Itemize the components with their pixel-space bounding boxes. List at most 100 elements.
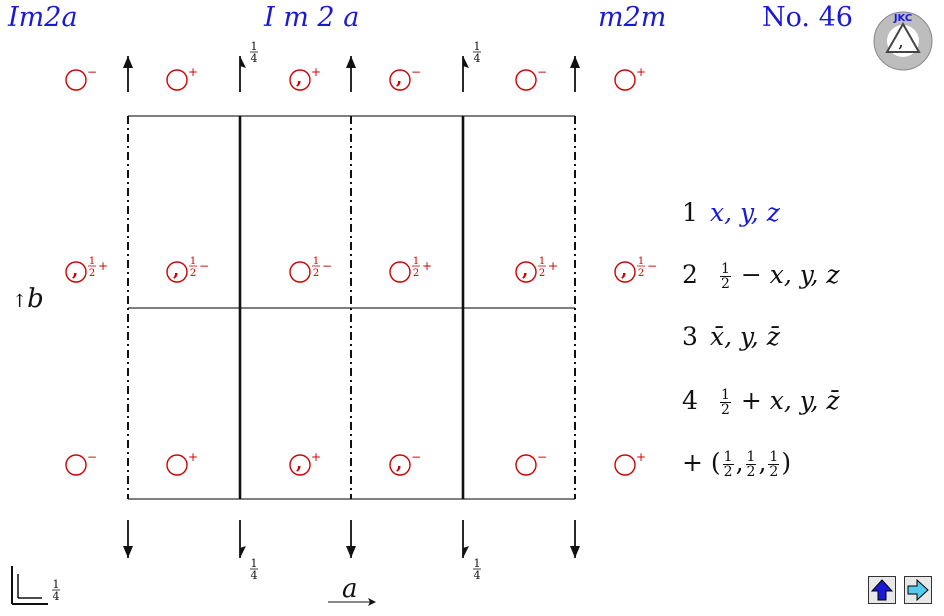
quarter-label: 14 <box>250 557 258 582</box>
position-circle <box>614 454 636 476</box>
position-circle <box>515 261 537 283</box>
next-button[interactable] <box>904 576 932 604</box>
quarter-denominator: 4 <box>251 569 258 582</box>
position-marker: − <box>65 65 97 91</box>
position-marker: ,12− <box>614 256 657 283</box>
twofold-axis-arrow-down-head <box>570 546 580 558</box>
quarter-label: 14 <box>250 40 258 65</box>
position-circle <box>515 69 537 91</box>
half-denominator: 2 <box>313 268 319 279</box>
svg-text:JKC: JKC <box>893 13 912 24</box>
height-sign: + <box>188 65 198 79</box>
up-arrow-icon <box>870 579 894 601</box>
half-denominator: 2 <box>413 268 419 279</box>
enantiomorph-comma: , <box>396 68 402 89</box>
height-sign: + <box>188 450 198 464</box>
position-circle <box>166 261 188 283</box>
position-marker: , 12− <box>166 256 209 283</box>
short-symbol: Im2a <box>8 2 78 33</box>
height-sign: + <box>636 65 646 79</box>
twofold-axis-arrow-up-head <box>123 56 133 68</box>
position-circle <box>289 261 311 283</box>
height-sign: + <box>548 259 558 273</box>
quarter-numerator: 1 <box>474 557 481 570</box>
half-numerator: 1 <box>89 256 95 267</box>
position-circle <box>614 261 636 283</box>
height-sign: + <box>422 259 432 273</box>
position-circle <box>65 454 87 476</box>
position-marker: , 12+ <box>65 256 108 283</box>
twofold-axis-arrow-up-head <box>346 56 356 68</box>
quarter-denominator: 4 <box>53 590 60 603</box>
quarter-denominator: 4 <box>474 569 481 582</box>
half-numerator: 1 <box>638 256 644 267</box>
position-circle <box>515 454 537 476</box>
height-sign: + <box>636 450 646 464</box>
equivalent-positions: −+,+,−−+−+,+,−−+,12+,12−12−12+,12+,12− <box>65 65 657 476</box>
full-symbol: I m 2 a <box>264 2 360 33</box>
half-denominator: 2 <box>89 268 95 279</box>
position-circle <box>166 454 188 476</box>
enantiomorph-comma: , <box>296 68 302 89</box>
position-circle <box>289 69 311 91</box>
height-sign: − <box>87 450 97 464</box>
position-marker: + <box>614 450 646 476</box>
position-marker: − <box>65 450 97 476</box>
height-sign: − <box>87 65 97 79</box>
position-marker: ,12+ <box>515 256 558 283</box>
position-marker: ,− <box>389 450 421 476</box>
twofold-axis-arrow-down-head <box>123 546 133 558</box>
position-marker: ,+ <box>289 65 321 91</box>
enantiomorph-comma: , <box>396 453 402 474</box>
svg-text:,: , <box>898 31 904 52</box>
space-group-number: No. 46 <box>762 2 853 33</box>
position-circle <box>65 261 87 283</box>
quarter-numerator: 1 <box>474 40 481 53</box>
half-numerator: 1 <box>413 256 419 267</box>
half-numerator: 1 <box>539 256 545 267</box>
up-button[interactable] <box>868 576 896 604</box>
twofold-axis-arrow-up-head <box>570 56 580 68</box>
height-sign: − <box>411 65 421 79</box>
half-numerator: 1 <box>190 256 196 267</box>
quarter-denominator: 4 <box>251 52 258 65</box>
axes-origin-glyph <box>11 566 48 605</box>
height-sign: − <box>537 65 547 79</box>
height-sign: − <box>199 259 209 273</box>
position-marker: 12− <box>289 256 332 283</box>
enantiomorph-comma: , <box>522 260 528 281</box>
position-marker: 12+ <box>389 256 432 283</box>
position-marker: ,− <box>389 65 421 91</box>
enantiomorph-comma: , <box>72 260 78 281</box>
screw-axis-arrow-down-head <box>463 546 469 558</box>
height-sign: + <box>311 450 321 464</box>
screw-axis-arrow-up-head <box>463 56 469 68</box>
height-sign: + <box>98 259 108 273</box>
quarter-denominator: 4 <box>474 52 481 65</box>
right-arrow-icon <box>907 578 929 602</box>
b-axis-label: ↑b <box>12 284 44 314</box>
enantiomorph-comma: , <box>173 260 179 281</box>
position-circle <box>289 454 311 476</box>
position-circle <box>389 454 411 476</box>
quarter-numerator: 1 <box>251 40 258 53</box>
position-circle <box>166 69 188 91</box>
position-circle <box>389 261 411 283</box>
position-marker: + <box>166 65 198 91</box>
half-denominator: 2 <box>638 268 644 279</box>
quarter-numerator: 1 <box>251 557 258 570</box>
quarter-label: 14 <box>473 40 481 65</box>
position-circle <box>614 69 636 91</box>
a-axis-label: a <box>342 574 358 604</box>
jkc-logo-icon: , JKC <box>873 11 933 71</box>
position-marker: + <box>166 450 198 476</box>
half-denominator: 2 <box>190 268 196 279</box>
enantiomorph-comma: , <box>621 260 627 281</box>
